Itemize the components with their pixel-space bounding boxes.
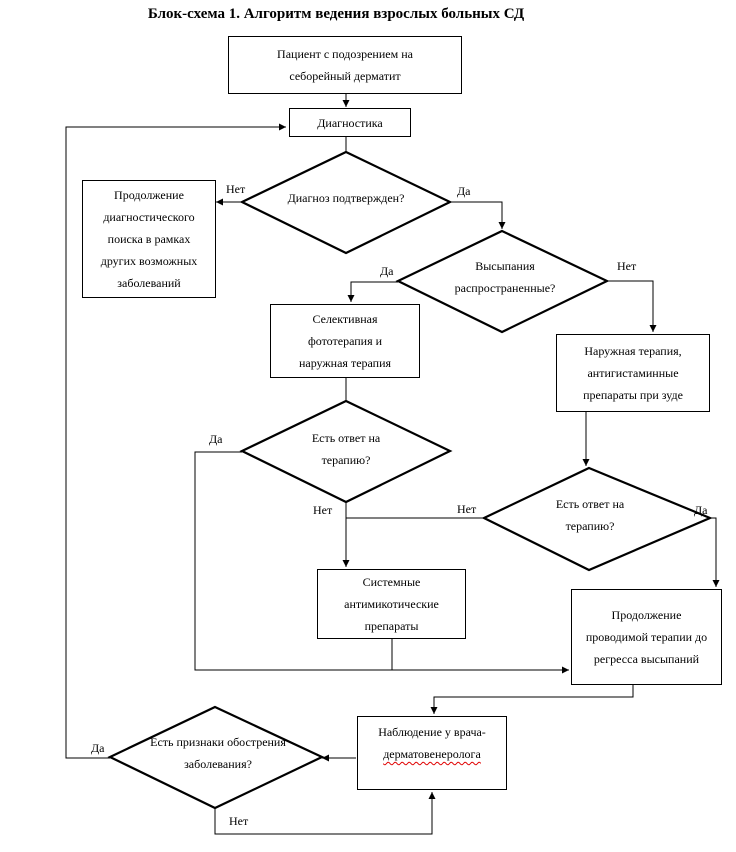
decision-rash-widespread: [395, 229, 610, 334]
node-patient: Пациент с подозрением на себорейный дерм…: [228, 36, 462, 94]
edge-response-right-yes: [710, 517, 720, 587]
node-systemic-antimycotics: Системные антимикотические препараты: [317, 569, 466, 639]
decision-rash-text: Высыпания распространенные?: [454, 259, 556, 295]
decision-exacerbation-text: Есть признаки обострения заболевания?: [150, 735, 286, 771]
decision-response-right-text: Есть ответ на терапию?: [555, 497, 625, 533]
edge-rash-no: [607, 280, 657, 332]
label-rash-no: Нет: [617, 259, 637, 273]
node-continue-search: Продолжение диагностического поиска в ра…: [82, 180, 216, 298]
label-response-left-yes: Да: [209, 432, 223, 446]
decision-response-right: [481, 466, 713, 572]
edge-diagnosis-yes: [450, 201, 506, 229]
label-diagnosis-yes: Да: [457, 184, 471, 198]
label-response-left-no: Нет: [313, 503, 333, 517]
decision-diagnosis-text: Диагноз подтвержден?: [287, 191, 405, 205]
node-diagnostics: Диагностика: [289, 108, 411, 137]
edge-continue-observation: [430, 685, 634, 714]
observation-line2: дерматовенеролога: [383, 747, 481, 761]
node-external-therapy: Наружная терапия, антигистаминные препар…: [556, 334, 710, 412]
label-response-right-yes: Да: [694, 503, 708, 517]
label-diagnosis-no: Нет: [226, 182, 246, 196]
edge-response-left-yes: [194, 451, 569, 674]
edge-exacerbation-yes: [65, 123, 286, 759]
label-rash-yes: Да: [380, 264, 394, 278]
decision-diagnosis-confirmed: [239, 150, 453, 255]
label-exacerbation-no: Нет: [229, 814, 249, 828]
diagram-title: Блок-схема 1. Алгоритм ведения взрослых …: [147, 6, 525, 22]
node-observation: Наблюдение у врача- дерматовенеролога: [357, 716, 507, 790]
node-phototherapy: Селективная фототерапия и наружная терап…: [270, 304, 420, 378]
edge-rash-yes: [347, 281, 398, 302]
node-continue-therapy: Продолжение проводимой терапии до регрес…: [571, 589, 722, 685]
label-response-right-no: Нет: [457, 502, 477, 516]
decision-response-left: [239, 399, 453, 504]
label-exacerbation-yes: Да: [91, 741, 105, 755]
decision-exacerbation: [107, 705, 325, 810]
observation-line1: Наблюдение у врача-: [378, 725, 486, 739]
decision-response-left-text: Есть ответ на терапию?: [311, 431, 381, 467]
edge-exacerbation-no: [214, 792, 436, 835]
